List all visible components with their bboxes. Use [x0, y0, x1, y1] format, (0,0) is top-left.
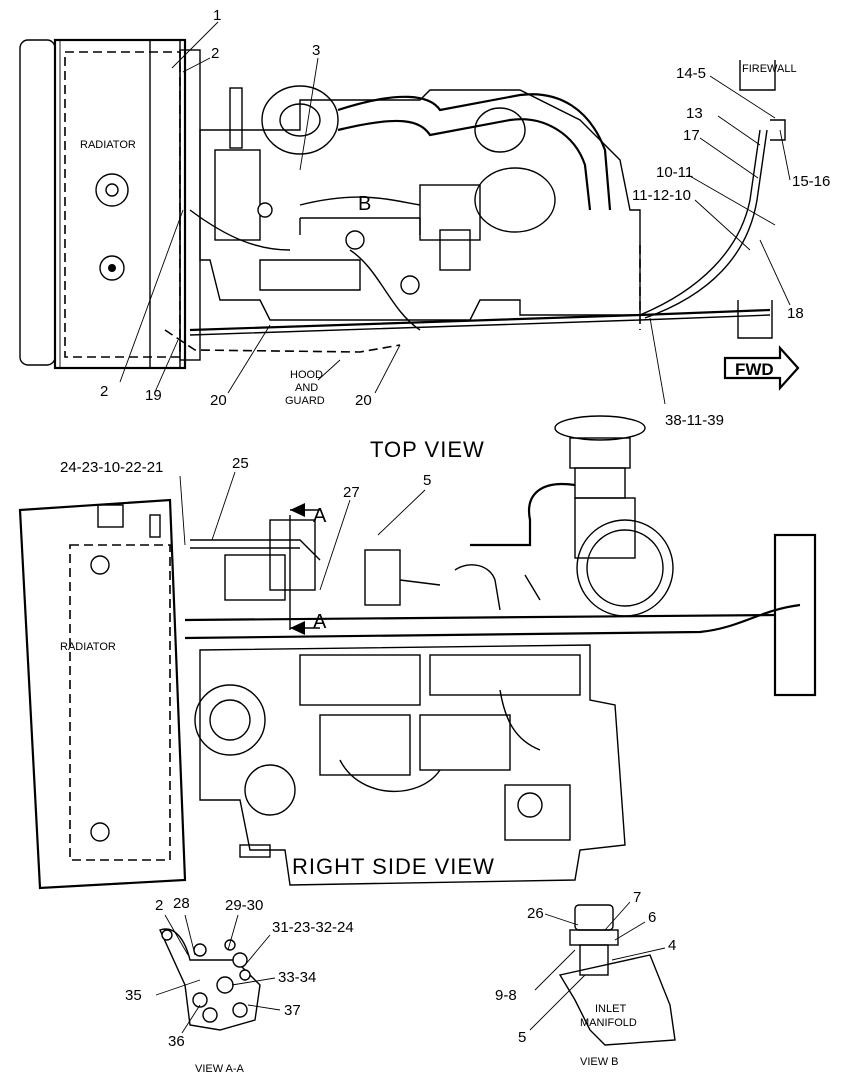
- callout-5-view-b: 5: [518, 1029, 526, 1046]
- section-marker-a-bottom: A: [313, 611, 327, 633]
- callout-3: 3: [312, 42, 320, 59]
- callout-2-top: 2: [211, 45, 219, 62]
- right-side-view-drawing: [18, 415, 817, 890]
- callout-24-23-10-22-21: 24-23-10-22-21: [60, 459, 163, 476]
- callout-4: 4: [668, 937, 676, 954]
- callout-11-12-10: 11-12-10: [632, 187, 691, 204]
- hood-label-line2: AND: [295, 382, 318, 394]
- callout-19: 19: [145, 387, 162, 404]
- callout-2-left: 2: [100, 383, 108, 400]
- callout-38-11-39: 38-11-39: [665, 412, 724, 429]
- inlet-manifold-label-line1: INLET: [595, 1003, 626, 1015]
- section-marker-b: B: [358, 193, 371, 215]
- view-b-title: VIEW B: [580, 1056, 619, 1068]
- radiator-label-side: RADIATOR: [60, 641, 116, 653]
- callout-15-16: 15-16: [792, 173, 830, 190]
- callout-14-5: 14-5: [676, 65, 706, 82]
- callout-35: 35: [125, 987, 142, 1004]
- top-view-drawing: [19, 21, 800, 405]
- callout-25: 25: [232, 455, 249, 472]
- callout-9-8: 9-8: [495, 987, 517, 1004]
- section-marker-a-top: A: [313, 505, 327, 527]
- callout-7: 7: [633, 889, 641, 906]
- right-side-view-title: RIGHT SIDE VIEW: [292, 854, 495, 879]
- callout-37: 37: [284, 1002, 301, 1019]
- radiator-label-top: RADIATOR: [80, 139, 136, 151]
- hood-label-line3: GUARD: [285, 395, 325, 407]
- view-aa-drawing: [155, 914, 281, 1034]
- callout-5-top: 5: [423, 472, 431, 489]
- callout-17: 17: [683, 127, 700, 144]
- firewall-label: FIREWALL: [742, 63, 797, 75]
- callout-26: 26: [527, 905, 544, 922]
- callout-29-30: 29-30: [225, 897, 263, 914]
- callout-18: 18: [787, 305, 804, 322]
- inlet-manifold-label-line2: MANIFOLD: [580, 1017, 637, 1029]
- callout-1: 1: [213, 7, 221, 24]
- view-aa-title: VIEW A-A: [195, 1063, 245, 1075]
- callout-2-view-aa: 2: [155, 897, 163, 914]
- top-view-title: TOP VIEW: [370, 437, 485, 462]
- callout-33-34: 33-34: [278, 969, 316, 986]
- callout-13: 13: [686, 105, 703, 122]
- fwd-label: FWD: [735, 360, 774, 379]
- callout-10-11: 10-11: [656, 164, 693, 181]
- callout-6: 6: [648, 909, 656, 926]
- callout-20-left: 20: [210, 392, 227, 409]
- callout-28: 28: [173, 895, 190, 912]
- callout-31-23-32-24: 31-23-32-24: [272, 919, 354, 936]
- callout-36: 36: [168, 1033, 185, 1050]
- callout-20-right: 20: [355, 392, 372, 409]
- callout-27: 27: [343, 484, 360, 501]
- view-b-drawing: [529, 901, 676, 1046]
- hood-label-line1: HOOD: [290, 369, 323, 381]
